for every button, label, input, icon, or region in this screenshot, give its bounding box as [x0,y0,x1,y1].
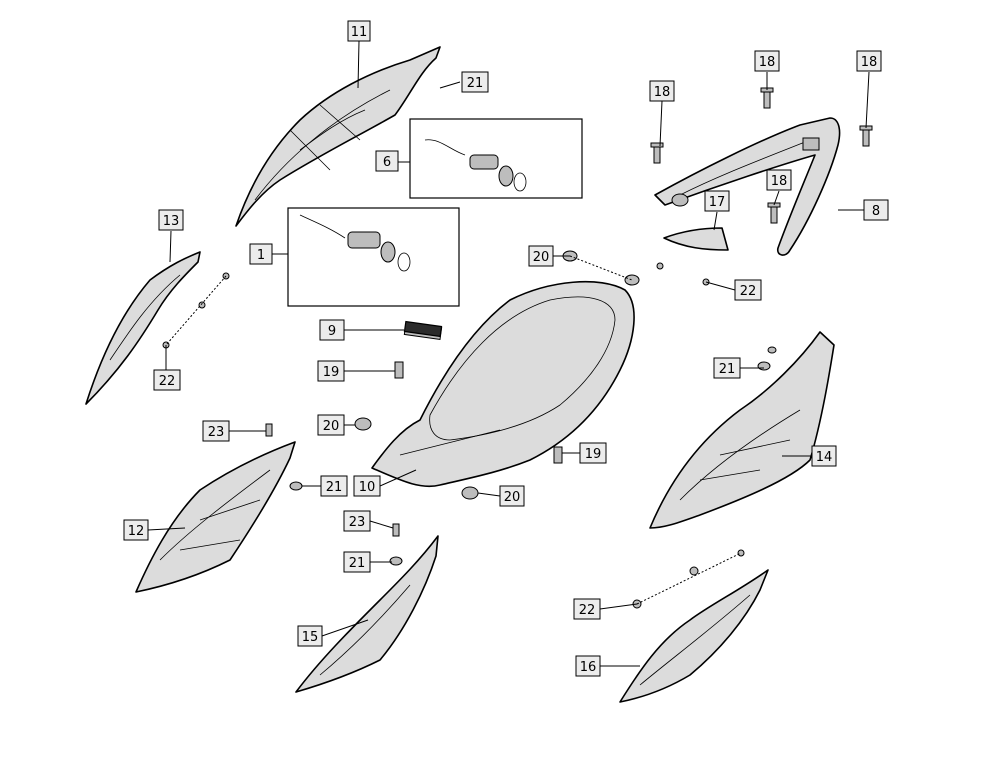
callout-6: 6 [375,150,399,172]
callout-21a: 21 [461,71,489,93]
callout-18d: 18 [766,169,792,191]
part-9-bracket [403,320,443,338]
leader-lines [147,40,870,667]
callout-22b-text: 22 [740,284,757,299]
callout-20b: 20 [317,414,345,436]
callout-21d: 21 [343,551,371,573]
callout-21c-text: 21 [719,362,736,377]
fasteners-center [265,346,777,566]
callout-1: 1 [249,243,273,265]
part-8-grab-rail [654,117,841,256]
callout-21b-text: 21 [326,480,343,495]
callout-20b-text: 20 [323,419,340,434]
callout-9-text: 9 [328,324,336,339]
fasteners-top-center [562,250,710,286]
callout-13-text: 13 [163,214,180,229]
part-1-kit [287,207,460,307]
callout-20a-text: 20 [533,250,550,265]
callout-18b-text: 18 [759,55,776,70]
callout-18a: 18 [649,80,675,102]
callout-20c: 20 [499,485,525,507]
callout-15-text: 15 [302,630,319,645]
callout-12-text: 12 [128,524,145,539]
callout-23b-text: 23 [349,515,366,530]
callout-17-text: 17 [709,195,726,210]
callout-21c: 21 [713,357,741,379]
callout-15: 15 [297,625,323,647]
part-17-plate [663,227,729,251]
callout-22c-text: 22 [579,603,596,618]
callout-22c: 22 [573,598,601,620]
callout-19b: 19 [579,442,607,464]
callout-8-text: 8 [872,204,880,219]
part-16-rear-panel [619,549,769,703]
callout-13: 13 [158,209,184,231]
callout-18c-text: 18 [861,55,878,70]
callout-21a-text: 21 [467,76,484,91]
callout-16-text: 16 [580,660,597,675]
callout-21d-text: 21 [349,556,366,571]
callout-19b-text: 19 [585,447,602,462]
callout-16: 16 [575,655,601,677]
callout-20c-text: 20 [504,490,521,505]
callout-18c: 18 [856,50,882,72]
part-6-kit [409,118,583,199]
callout-14: 14 [811,445,837,467]
callout-8: 8 [863,199,889,221]
part-13-cover [85,251,230,405]
callout-6-text: 6 [383,155,391,170]
callout-1-text: 1 [257,248,265,263]
part-12-side-panel [135,441,296,593]
part-14-side-cover [649,331,835,529]
callout-11-text: 11 [351,25,368,40]
part-11-cowl [235,46,441,227]
callout-20a: 20 [528,245,554,267]
callout-18d-text: 18 [771,174,788,189]
callout-19a: 19 [317,360,345,382]
callout-23b: 23 [343,510,371,532]
callout-17: 17 [704,190,730,212]
callout-11: 11 [347,20,371,42]
callout-23a: 23 [202,420,230,442]
callout-21b: 21 [320,475,348,497]
callout-18b: 18 [754,50,780,72]
callout-22a: 22 [153,369,181,391]
callout-18a-text: 18 [654,85,671,100]
callout-23a-text: 23 [208,425,225,440]
callout-14-text: 14 [816,450,833,465]
callout-9: 9 [319,319,345,341]
part-15-lower-panel [295,535,439,693]
callout-10-text: 10 [359,480,376,495]
callout-10: 10 [353,475,381,497]
callout-19a-text: 19 [323,365,340,380]
callout-22a-text: 22 [159,374,176,389]
callout-12: 12 [123,519,149,541]
callout-22b: 22 [734,279,762,301]
